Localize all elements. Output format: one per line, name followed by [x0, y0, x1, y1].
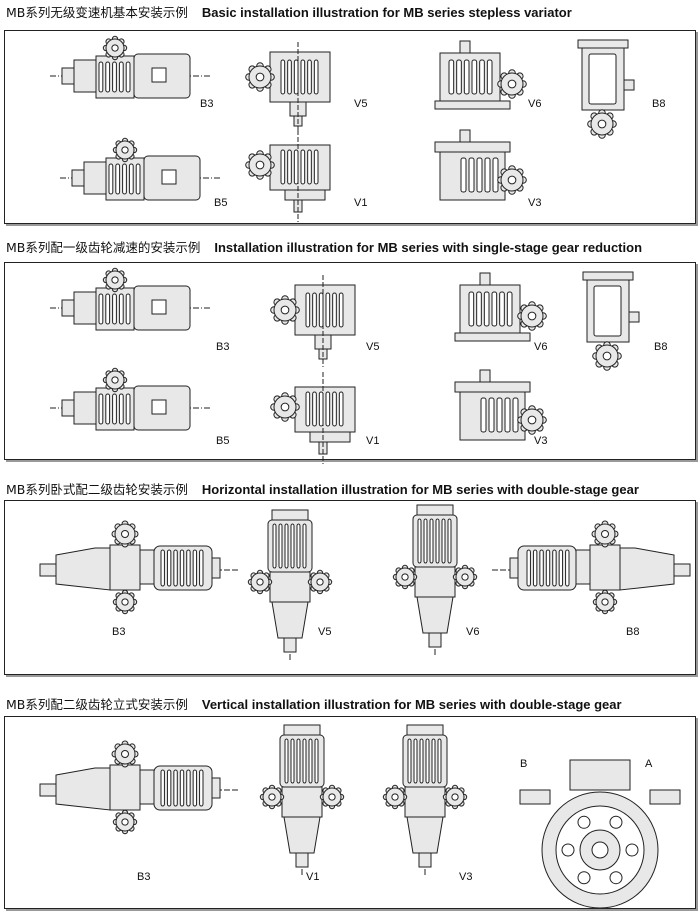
mounting-drawing-v6 — [420, 36, 530, 131]
mounting-drawing-vv — [392, 504, 478, 655]
mounting-drawing-h — [60, 137, 220, 205]
heading-chinese: MB系列配二级齿轮立式安装示例 — [6, 697, 188, 712]
mounting-drawing-vv — [382, 724, 468, 875]
mounting-drawing-b8 — [575, 271, 665, 387]
mounting-drawing-h2 — [39, 740, 240, 835]
mounting-label: V3 — [534, 435, 548, 447]
mounting-drawing-v1 — [240, 130, 340, 225]
mounting-drawing-b8 — [570, 39, 660, 155]
heading-chinese: MB系列配一级齿轮减速的安装示例 — [6, 240, 201, 255]
mounting-label: V5 — [366, 341, 380, 353]
mounting-label: B3 — [216, 341, 230, 353]
section-heading: MB系列卧式配二级齿轮安装示例 Horizontal installation i… — [6, 479, 639, 498]
heading-english: Basic installation illustration for MB s… — [201, 5, 572, 20]
mounting-label: V5 — [354, 98, 368, 110]
heading-english: Installation illustration for MB series … — [214, 240, 643, 255]
heading-english: Vertical installation illustration for M… — [201, 697, 622, 712]
mounting-drawing-v3 — [440, 369, 550, 465]
mounting-drawing-vv — [259, 724, 345, 875]
mounting-label: V3 — [528, 197, 542, 209]
heading-english: Horizontal installation illustration for… — [201, 482, 639, 497]
mounting-label: V3 — [459, 871, 473, 883]
mounting-label: V1 — [306, 871, 320, 883]
mounting-drawing-v5 — [265, 275, 365, 370]
mounting-drawing-vv — [247, 509, 333, 660]
mounting-label: V6 — [466, 626, 480, 638]
mounting-label: V1 — [354, 197, 368, 209]
section-heading: MB系列配一级齿轮减速的安装示例 Installation illustratio… — [6, 237, 642, 256]
mounting-label: B8 — [626, 626, 640, 638]
mounting-drawing-v5 — [240, 42, 340, 137]
mounting-drawing-wheel — [519, 759, 681, 915]
heading-chinese: MB系列卧式配二级齿轮安装示例 — [6, 482, 188, 497]
mounting-label: B8 — [654, 341, 668, 353]
mounting-label: V5 — [318, 626, 332, 638]
mounting-label: V6 — [534, 341, 548, 353]
heading-chinese: MB系列无级变速机基本安装示例 — [6, 5, 188, 20]
mounting-label: V6 — [528, 98, 542, 110]
mounting-label: B3 — [200, 98, 214, 110]
section-heading: MB系列无级变速机基本安装示例 Basic installation illust… — [6, 2, 572, 21]
mounting-drawing-h — [50, 35, 210, 103]
mounting-drawing-h2 — [39, 520, 240, 615]
mounting-label: B8 — [652, 98, 666, 110]
mounting-drawing-h2r — [490, 520, 691, 615]
mounting-drawing-v3 — [420, 129, 530, 225]
mounting-drawing-h — [50, 367, 210, 435]
mounting-label: B3 — [137, 871, 151, 883]
mounting-label: B3 — [112, 626, 126, 638]
mounting-label: B — [520, 758, 528, 770]
mounting-label: B5 — [216, 435, 230, 447]
mounting-drawing-h — [50, 267, 210, 335]
mounting-label: V1 — [366, 435, 380, 447]
section-heading: MB系列配二级齿轮立式安装示例 Vertical installation ill… — [6, 694, 622, 713]
mounting-drawing-v1 — [265, 372, 365, 467]
mounting-drawing-v6 — [440, 268, 550, 363]
mounting-label: A — [645, 758, 653, 770]
mounting-label: B5 — [214, 197, 228, 209]
